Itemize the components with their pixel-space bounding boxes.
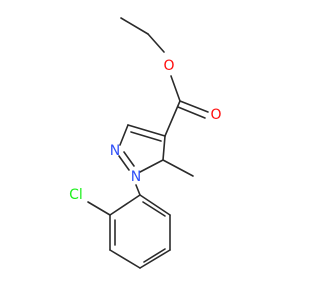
bond-c4-c3 (127, 124, 166, 137)
molecule-drawing: O O N N Cl (69, 17, 222, 269)
atom-chlorine: Cl (69, 187, 83, 203)
bond-carbonyl-c-o-double-1 (179, 100, 209, 113)
bond-ph-inner-2 (143, 248, 166, 263)
bond-c5-c4 (162, 135, 166, 161)
atom-nitrogen-1: N (131, 169, 141, 185)
bond-n2-n1-double-1 (118, 155, 130, 171)
bond-o-ether-carbonyl-c (170, 75, 181, 102)
atom-labels: O O N N Cl (69, 58, 221, 203)
bond-ph-c6-c1 (139, 194, 171, 216)
bonds (87, 17, 209, 269)
bond-c3-n2 (119, 124, 129, 146)
bond-n1-c5 (139, 159, 164, 173)
bond-c5-methyl (162, 159, 194, 177)
bond-carbonyl-c-o-double-2 (177, 106, 206, 119)
bond-n1-phenyl (135, 184, 141, 196)
bond-carbonyl-c-c4 (164, 100, 181, 137)
bond-ph-c2-cl (87, 201, 111, 216)
bond-c4-c3-inner (130, 131, 162, 142)
bond-ch3-ch2 (120, 17, 149, 35)
bond-ch2-o-ether (147, 33, 165, 53)
atom-oxygen-carbonyl: O (210, 107, 221, 123)
bond-n2-n1-double-2 (123, 151, 135, 167)
bond-ph-c4-c5 (139, 249, 171, 269)
bond-ph-c3-c4 (109, 249, 141, 269)
bond-ph-c1-c2 (109, 194, 141, 216)
bond-ph-inner-3 (142, 201, 166, 217)
atom-nitrogen-2: N (110, 143, 120, 159)
atom-oxygen-ether: O (163, 58, 174, 74)
